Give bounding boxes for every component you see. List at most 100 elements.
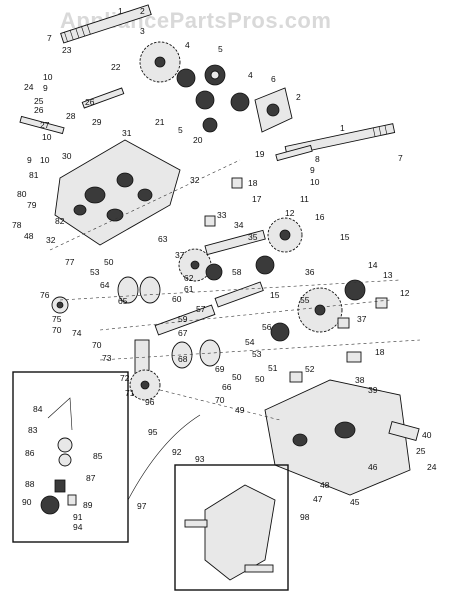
callout-c80: 80: [17, 189, 27, 199]
callout-c10b: 10: [310, 177, 320, 187]
callout-c18b: 18: [375, 347, 385, 357]
callout-c21: 21: [155, 117, 165, 127]
callout-c25a: 25: [34, 96, 44, 106]
disc-64: [117, 276, 139, 304]
callout-c82: 82: [55, 216, 65, 226]
callout-c33: 33: [217, 210, 227, 220]
callout-c52: 52: [305, 364, 315, 374]
callout-c15a: 15: [340, 232, 350, 242]
callout-c9a: 9: [43, 83, 48, 93]
gear-54: [270, 322, 290, 342]
callout-c12b: 12: [400, 288, 410, 298]
callout-c91: 91: [73, 512, 83, 522]
callout-c45: 45: [350, 497, 360, 507]
callout-c95: 95: [148, 427, 158, 437]
bushing-52: [289, 371, 303, 383]
callout-c67: 67: [178, 328, 188, 338]
callout-c58: 58: [232, 267, 242, 277]
callout-c54: 54: [245, 337, 255, 347]
callout-c26a: 26: [34, 105, 44, 115]
gear-58: [205, 263, 223, 281]
callout-c78: 78: [12, 220, 22, 230]
callout-c48b: 48: [320, 480, 330, 490]
shaft-59: [154, 304, 216, 336]
alignment-lines: [49, 159, 421, 421]
callout-c15b: 15: [270, 290, 280, 300]
callout-c7a: 7: [47, 33, 52, 43]
callout-c79: 79: [27, 200, 37, 210]
disc-65: [139, 276, 161, 304]
part-gears: [51, 41, 388, 401]
callout-c7b: 7: [398, 153, 403, 163]
callout-c55: 55: [300, 295, 310, 305]
inset-box-98: [174, 464, 289, 591]
callout-c70a: 70: [52, 325, 62, 335]
callout-c36: 36: [305, 267, 315, 277]
callout-c50b: 50: [232, 372, 242, 382]
callout-c62: 62: [184, 273, 194, 283]
callout-c77: 77: [65, 257, 75, 267]
bushing-18b: [346, 351, 362, 363]
callout-c47: 47: [313, 494, 323, 504]
callout-c12a: 12: [285, 208, 295, 218]
callout-c90: 90: [22, 497, 32, 507]
callout-c71: 71: [125, 388, 135, 398]
callout-c23: 23: [62, 45, 72, 55]
shaft-57: [214, 281, 264, 308]
callout-c84: 84: [33, 404, 43, 414]
callout-c31: 31: [122, 128, 132, 138]
callout-c70c: 70: [215, 395, 225, 405]
callout-c98: 98: [300, 512, 310, 522]
bushing-33: [204, 215, 216, 227]
shaft-26b: [19, 115, 65, 135]
callout-c86: 86: [25, 448, 35, 458]
callout-c51: 51: [268, 363, 278, 373]
callout-c70b: 70: [92, 340, 102, 350]
callout-c53a: 53: [90, 267, 100, 277]
callout-c34: 34: [234, 220, 244, 230]
callout-c30: 30: [62, 151, 72, 161]
callout-c61: 61: [184, 284, 194, 294]
callout-c87: 87: [86, 473, 96, 483]
callout-c39: 39: [368, 385, 378, 395]
callout-c10d: 10: [40, 155, 50, 165]
callout-c73: 73: [102, 353, 112, 363]
callout-c24b: 24: [427, 462, 437, 472]
callout-c72: 72: [120, 373, 130, 383]
shaft-35: [204, 229, 266, 256]
gear-13: [344, 279, 366, 301]
callout-c5a: 5: [218, 44, 223, 54]
callout-c29: 29: [92, 117, 102, 127]
callout-c1a: 1: [118, 6, 123, 16]
bushing-18: [231, 177, 243, 189]
callout-c74: 74: [72, 328, 82, 338]
callout-c57: 57: [196, 304, 206, 314]
callout-c85: 85: [93, 451, 103, 461]
callout-c9c: 9: [27, 155, 32, 165]
callout-c65: 65: [118, 296, 128, 306]
shaft-26: [81, 87, 125, 109]
callout-c88: 88: [25, 479, 35, 489]
callout-c5b: 5: [178, 125, 183, 135]
housing-31: [54, 139, 181, 246]
callout-c94: 94: [73, 522, 83, 532]
callout-c46: 46: [368, 462, 378, 472]
bushing-12: [375, 297, 388, 309]
callout-c93: 93: [195, 454, 205, 464]
callout-c2a: 2: [140, 6, 145, 16]
callout-c1b: 1: [340, 123, 345, 133]
callout-c6: 6: [271, 74, 276, 84]
gear-36: [255, 255, 275, 275]
callout-c14: 14: [368, 260, 378, 270]
callout-c8: 8: [315, 154, 320, 164]
shaft-3: [60, 4, 152, 44]
callout-c83: 83: [28, 425, 38, 435]
callout-c48a: 48: [24, 231, 34, 241]
callout-c96: 96: [145, 397, 155, 407]
callout-c20: 20: [193, 135, 203, 145]
callout-c35: 35: [248, 232, 258, 242]
callout-c66: 66: [222, 382, 232, 392]
callout-c92: 92: [172, 447, 182, 457]
callout-c17: 17: [252, 194, 262, 204]
callout-c27: 27: [40, 120, 50, 130]
